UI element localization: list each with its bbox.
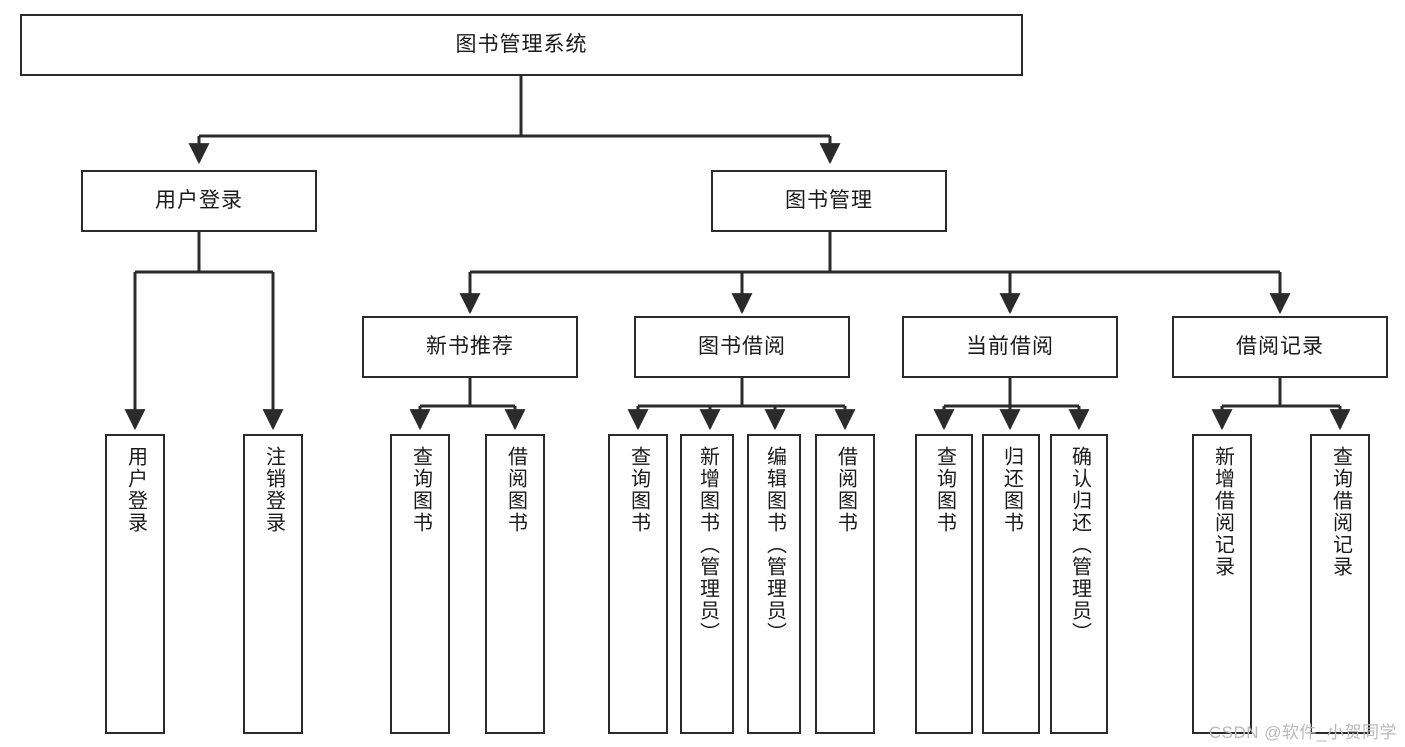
leaf-borrow-add-book[interactable]: 新增图书（管理员） xyxy=(680,434,734,734)
node-book-management[interactable]: 图书管理 xyxy=(711,170,947,232)
leaf-new-book-borrow-label: 借阅图书 xyxy=(504,446,527,534)
leaf-new-book-query-label: 查询图书 xyxy=(409,446,432,534)
leaf-new-book-borrow[interactable]: 借阅图书 xyxy=(485,434,545,734)
node-current-borrow-label: 当前借阅 xyxy=(966,335,1054,359)
node-book-borrow[interactable]: 图书借阅 xyxy=(634,316,850,378)
node-new-book-recommend-label: 新书推荐 xyxy=(426,335,514,359)
leaf-borrow-book-label: 借阅图书 xyxy=(834,446,857,534)
leaf-current-query-label: 查询图书 xyxy=(933,446,956,534)
leaf-current-return-label: 归还图书 xyxy=(1000,446,1023,534)
leaf-new-book-query[interactable]: 查询图书 xyxy=(390,434,450,734)
node-borrow-record-label: 借阅记录 xyxy=(1236,335,1324,359)
node-new-book-recommend[interactable]: 新书推荐 xyxy=(362,316,578,378)
leaf-borrow-add-book-label: 新增图书（管理员） xyxy=(696,446,719,644)
leaf-record-add[interactable]: 新增借阅记录 xyxy=(1192,434,1252,734)
node-user-login-label: 用户登录 xyxy=(155,189,243,213)
leaf-borrow-query-label: 查询图书 xyxy=(627,446,650,534)
leaf-borrow-edit-book[interactable]: 编辑图书（管理员） xyxy=(747,434,801,734)
leaf-user-login-label: 用户登录 xyxy=(124,446,147,534)
leaf-user-login[interactable]: 用户登录 xyxy=(105,434,165,734)
node-current-borrow[interactable]: 当前借阅 xyxy=(902,316,1118,378)
leaf-logout-label: 注销登录 xyxy=(262,446,285,534)
node-root-label: 图书管理系统 xyxy=(455,33,588,57)
leaf-borrow-edit-book-label: 编辑图书（管理员） xyxy=(763,446,786,644)
leaf-current-return[interactable]: 归还图书 xyxy=(982,434,1040,734)
node-book-borrow-label: 图书借阅 xyxy=(698,335,786,359)
leaf-logout[interactable]: 注销登录 xyxy=(243,434,303,734)
leaf-record-query-label: 查询借阅记录 xyxy=(1329,446,1352,578)
node-root[interactable]: 图书管理系统 xyxy=(20,14,1023,76)
leaf-current-query[interactable]: 查询图书 xyxy=(915,434,973,734)
leaf-borrow-book[interactable]: 借阅图书 xyxy=(815,434,875,734)
leaf-record-query[interactable]: 查询借阅记录 xyxy=(1310,434,1370,734)
leaf-borrow-query[interactable]: 查询图书 xyxy=(608,434,668,734)
watermark: CSDN @软件_小贺同学 xyxy=(1208,723,1397,742)
node-borrow-record[interactable]: 借阅记录 xyxy=(1172,316,1388,378)
node-user-login[interactable]: 用户登录 xyxy=(81,170,317,232)
leaf-current-confirm-return-label: 确认归还（管理员） xyxy=(1068,446,1091,644)
leaf-record-add-label: 新增借阅记录 xyxy=(1211,446,1234,578)
leaf-current-confirm-return[interactable]: 确认归还（管理员） xyxy=(1050,434,1108,734)
node-book-management-label: 图书管理 xyxy=(785,189,873,213)
